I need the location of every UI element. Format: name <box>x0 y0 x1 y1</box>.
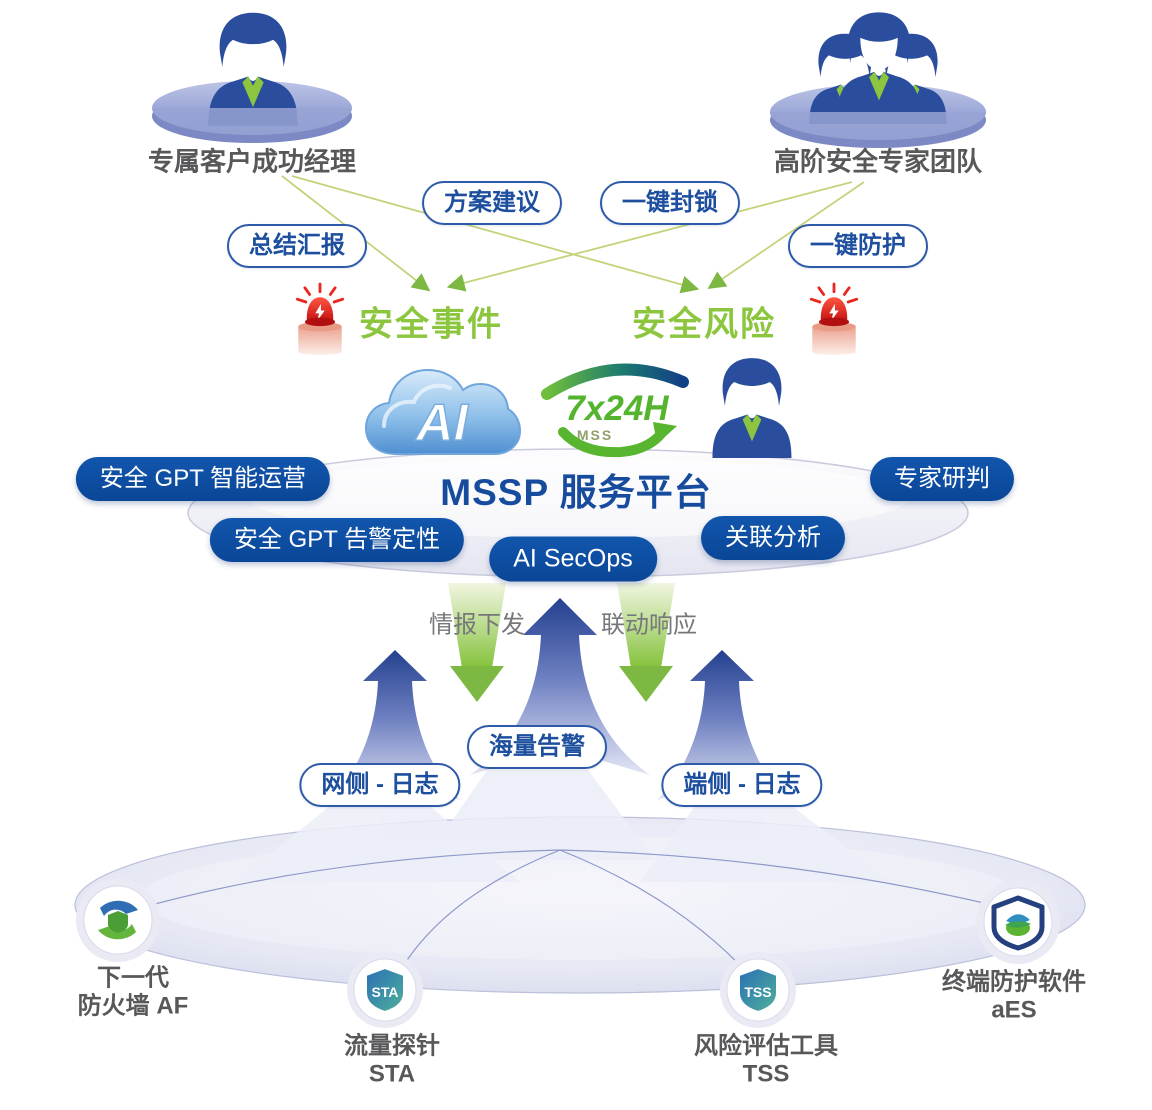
tss-label: 风险评估工具 TSS <box>694 1033 838 1090</box>
shield-mss-label: MSS <box>577 427 613 443</box>
pill-ai-secops: AI SecOps <box>489 536 657 582</box>
shield-7x24-label: 7x24H <box>565 389 669 428</box>
tss-line1: 风险评估工具 <box>694 1032 838 1060</box>
experts-team-avatar <box>770 12 986 148</box>
linked-response-label: 联动响应 <box>601 611 697 639</box>
pill-expert-judgment: 专家研判 <box>870 457 1014 501</box>
security-risk-label: 安全风险 <box>632 305 776 344</box>
manager-avatar <box>152 12 352 143</box>
ai-cloud-icon: AI <box>364 368 522 455</box>
sta-probe-icon: STA <box>347 952 423 1028</box>
firewall-af-line1: 下一代 <box>96 964 169 992</box>
light-beams <box>235 770 892 882</box>
manager-label: 专属客户成功经理 <box>147 146 357 177</box>
tss-badge-label: TSS <box>744 984 771 1000</box>
intel-dispatch-label: 情报下发 <box>429 611 525 639</box>
pill-gpt-ops: 安全 GPT 智能运营 <box>75 457 331 501</box>
pill-summary-report: 总结汇报 <box>227 224 367 268</box>
tss-tool-icon: TSS <box>720 952 796 1028</box>
up-arrow-right <box>657 650 787 800</box>
device-link-curves <box>139 849 1006 979</box>
sta-line2: STA <box>368 1061 416 1088</box>
pill-correlation: 关联分析 <box>701 516 845 560</box>
pill-one-click-protect: 一键防护 <box>788 224 928 268</box>
pill-endpoint-logs: 端侧 - 日志 <box>661 763 823 807</box>
ai-cloud-label: AI <box>414 394 470 452</box>
connector-lines <box>281 175 865 294</box>
security-incident-label: 安全事件 <box>359 305 503 344</box>
alarm-icon-risk <box>809 282 859 356</box>
aes-line2: aES <box>991 997 1037 1024</box>
sta-line1: 流量探针 <box>344 1032 440 1060</box>
pill-plan-advice: 方案建议 <box>422 181 562 225</box>
sta-label: 流量探针 STA <box>344 1033 440 1090</box>
firewall-af-icon <box>76 878 160 962</box>
aes-endpoint-icon <box>976 880 1060 964</box>
up-arrow-left <box>330 650 460 800</box>
firewall-af-label: 下一代 防火墙 AF <box>78 965 189 1022</box>
platform-title: MSSP 服务平台 <box>440 472 712 513</box>
aes-label: 终端防护软件 aES <box>942 969 1086 1026</box>
pill-gpt-alert-triage: 安全 GPT 告警定性 <box>209 518 465 562</box>
pill-network-logs: 网侧 - 日志 <box>299 763 461 807</box>
pill-one-click-lock: 一键封锁 <box>600 181 740 225</box>
pill-mass-alerts: 海量告警 <box>467 725 607 769</box>
down-arrow-response <box>617 583 675 702</box>
sta-badge-label: STA <box>372 984 399 1000</box>
alarm-icon-incident <box>295 282 345 356</box>
aes-line1: 终端防护软件 <box>942 968 1086 996</box>
tss-line2: TSS <box>742 1061 790 1088</box>
mss-7x24-shield-icon: 7x24H MSS <box>541 363 689 458</box>
down-arrow-intel <box>448 583 506 702</box>
experts-label: 高阶安全专家团队 <box>773 146 983 177</box>
analyst-avatar <box>712 358 792 458</box>
firewall-af-line2: 防火墙 AF <box>77 993 189 1020</box>
